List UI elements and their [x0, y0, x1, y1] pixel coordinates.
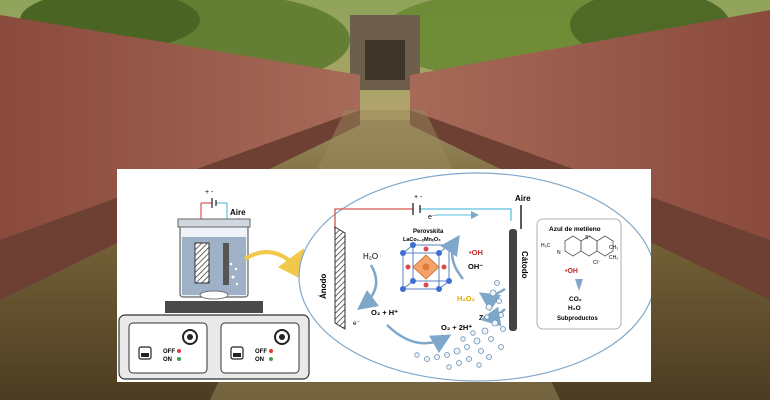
power-signs-right: + -	[414, 194, 423, 201]
cathode-label: Cátodo	[520, 251, 529, 279]
on-indicator-left	[177, 357, 181, 361]
radical-oh: •OH	[469, 248, 483, 257]
circuit: + - e⁻	[334, 194, 512, 231]
hydroxide-arrow	[440, 234, 464, 280]
power-signs-left: + -	[205, 189, 214, 196]
oxygen-transfer-arrow	[386, 324, 452, 354]
methylene-blue-box: Azul de metileno S⁺ H₃C N CH₃ CH₃ Cl⁻ •O…	[536, 218, 622, 330]
zoom-arrow	[243, 248, 310, 284]
air-label-right: Aire	[515, 194, 531, 203]
degradation-arrow	[575, 279, 583, 291]
off-indicator-right	[269, 349, 273, 353]
byproducts-label: Subproductos	[557, 316, 598, 322]
beaker-apparatus: + - Aire OFF ON	[118, 189, 310, 380]
electron-anode: e⁻	[353, 320, 361, 327]
n-right-methyl-bottom: CH₃	[609, 255, 618, 261]
n-left-atom: N	[557, 250, 561, 256]
chloride-label: Cl⁻	[593, 260, 601, 266]
water-oxidation-arrow	[357, 264, 379, 311]
on-indicator-right	[269, 357, 273, 361]
oxygen-2h-label: O₂ + 2H⁺	[441, 323, 472, 332]
hydroxide-label: OH⁻	[468, 262, 483, 271]
perovskite-crystal	[400, 242, 452, 292]
electron-top: e⁻	[428, 214, 436, 221]
dye-title: Azul de metileno	[549, 226, 601, 233]
perovskite-formula: LaCo₁₋ₓMnₓO₃	[403, 237, 441, 243]
s-plus: S⁺	[585, 235, 591, 241]
dye-radical: •OH	[565, 268, 578, 275]
water-label: H₂O	[363, 252, 378, 261]
co2-label: CO₂	[569, 296, 582, 303]
anode-label: Ánodo	[319, 274, 328, 299]
off-indicator-left	[177, 349, 181, 353]
h2o-label: H₂O	[568, 305, 581, 312]
off-label-right: OFF	[255, 349, 267, 355]
on-label-right: ON	[255, 357, 264, 363]
oxygen-bubbles	[414, 280, 506, 370]
oxygen-h-label: O₂ + H⁺	[371, 308, 398, 317]
anode-electrode	[334, 226, 346, 330]
air-label-left: Aire	[230, 208, 246, 217]
peroxide-label: H₂O₂	[457, 294, 475, 303]
n-left-methyl: H₃C	[541, 243, 551, 249]
n-right-methyl-top: CH₃	[609, 245, 618, 251]
cathode-electrode	[509, 229, 517, 331]
perovskite-title: Perovskita	[413, 229, 444, 235]
on-label-left: ON	[163, 357, 172, 363]
electrochemical-diagram: + - Aire OFF ON	[117, 169, 651, 382]
off-label-left: OFF	[163, 349, 175, 355]
